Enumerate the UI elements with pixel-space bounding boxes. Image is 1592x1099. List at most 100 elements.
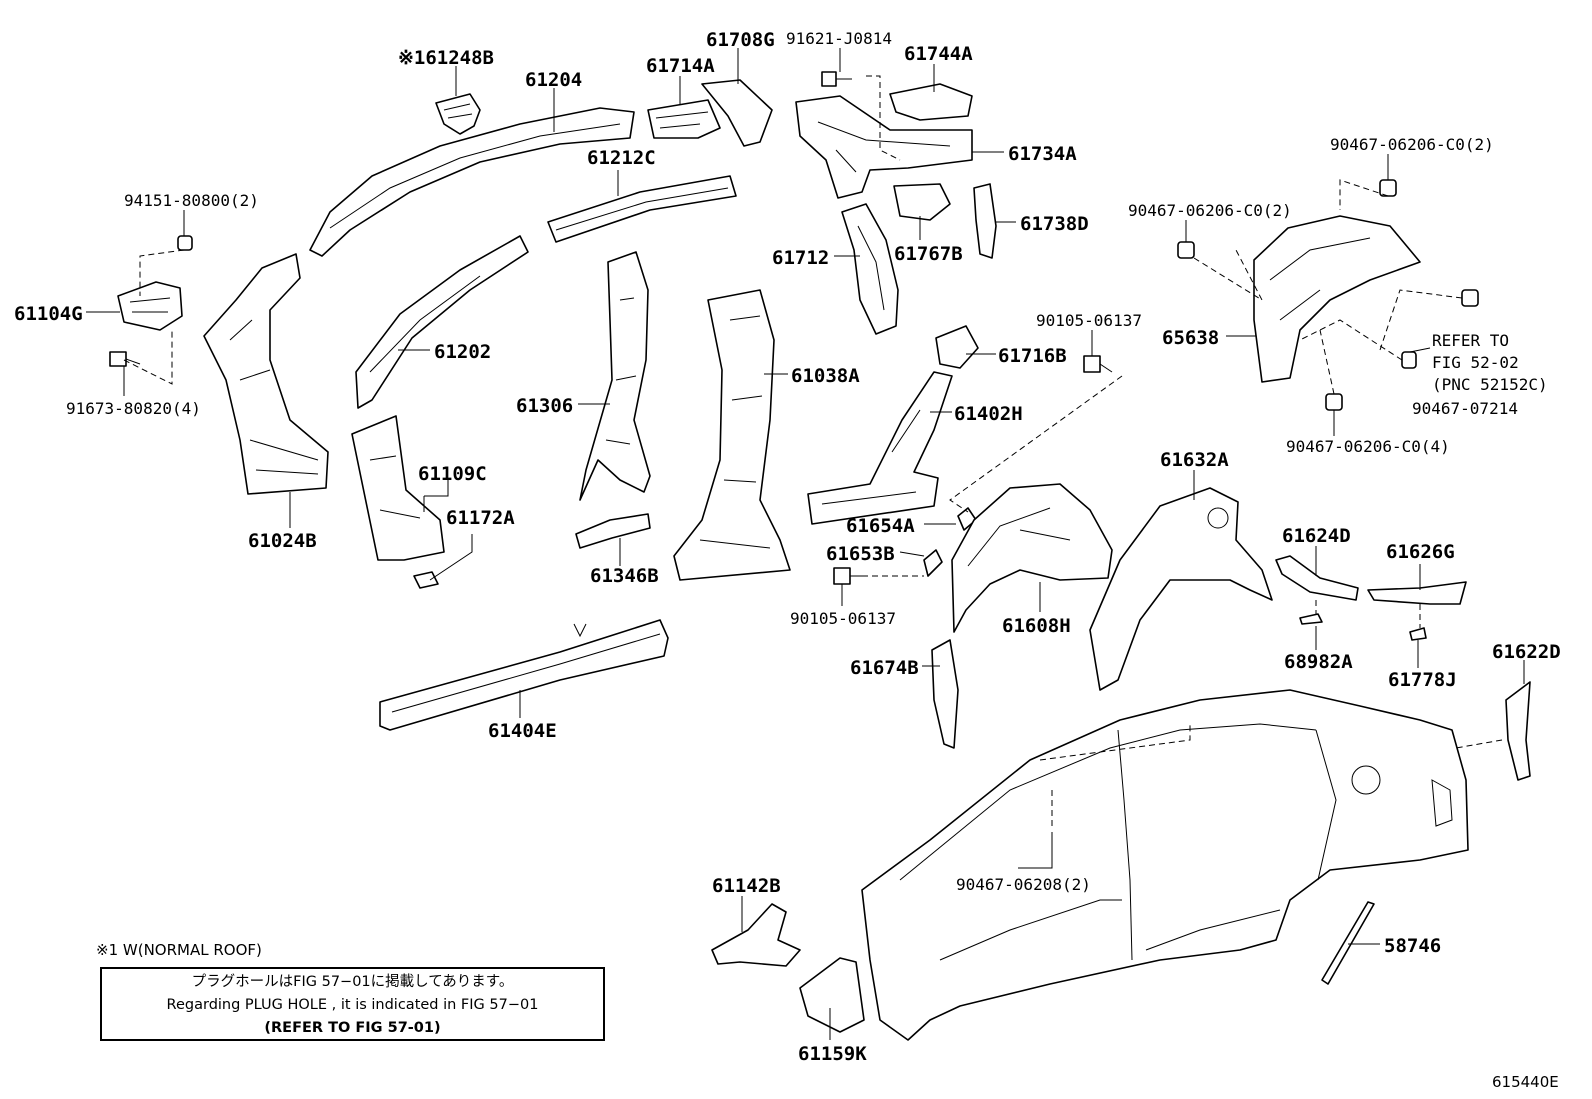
label-61714A: 61714A — [646, 55, 715, 77]
part-61767B — [893, 183, 951, 221]
label-61142B: 61142B — [712, 875, 781, 897]
part-61248B — [435, 93, 481, 135]
label-90467-06206-C0-left: 90467-06206-C0(2) — [1128, 201, 1292, 220]
part-90105-06137-bottom — [833, 567, 851, 585]
part-61674B — [931, 639, 959, 749]
label-61624D: 61624D — [1282, 525, 1351, 547]
part-61402H — [807, 371, 953, 525]
note-title: ※1 W(NORMAL ROOF) — [96, 941, 262, 959]
label-91673-80820: 91673-80820(4) — [66, 399, 201, 418]
label-61204: 61204 — [525, 69, 582, 91]
note-line-english: Regarding PLUG HOLE , it is indicated in… — [166, 997, 539, 1013]
label-61653B: 61653B — [826, 543, 895, 565]
label-61159K: 61159K — [798, 1043, 867, 1065]
label-61654A: 61654A — [846, 515, 915, 537]
label-61622D: 61622D — [1492, 641, 1561, 663]
label-61744A: 61744A — [904, 43, 973, 65]
part-61608H — [951, 483, 1113, 633]
label-90467-06206-C0-top: 90467-06206-C0(2) — [1330, 135, 1494, 154]
part-61142B — [711, 903, 801, 967]
part-61109C — [351, 415, 445, 561]
part-91621-J0814 — [821, 71, 837, 87]
part-65638 — [1253, 215, 1421, 383]
part-61624D — [1275, 555, 1359, 601]
label-61674B: 61674B — [850, 657, 919, 679]
part-61712 — [841, 203, 899, 335]
label-61708G: 61708G — [706, 29, 775, 51]
part-90467-06206-C0-bottom — [1325, 393, 1343, 411]
label-61767B: 61767B — [894, 243, 963, 265]
part-clip-right — [1461, 289, 1479, 307]
part-61622D — [1505, 681, 1531, 781]
part-61204 — [309, 107, 635, 257]
label-61346B: 61346B — [590, 565, 659, 587]
label-61109C: 61109C — [418, 463, 487, 485]
label-61248B: ※161248B — [398, 47, 494, 69]
label-61172A: 61172A — [446, 507, 515, 529]
part-94151-80800 — [177, 235, 193, 251]
label-90105-06137-bottom: 90105-06137 — [790, 609, 896, 628]
label-refer-pnc: (PNC 52152C) — [1432, 375, 1548, 394]
part-61653B — [923, 549, 943, 577]
note-box: プラグホールはFIG 57−01に掲載してあります。 Regarding PLU… — [100, 967, 605, 1041]
part-61626G — [1367, 581, 1467, 605]
label-61038A: 61038A — [791, 365, 860, 387]
part-61212C — [547, 175, 737, 243]
part-61306 — [579, 251, 651, 501]
part-90467-07214 — [1401, 351, 1417, 369]
label-90467-06208: 90467-06208(2) — [956, 875, 1091, 894]
label-90467-07214: 90467-07214 — [1412, 399, 1518, 418]
label-68982A: 68982A — [1284, 651, 1353, 673]
part-61744A — [889, 83, 973, 121]
part-61159K — [799, 957, 865, 1033]
part-61738D — [973, 183, 997, 259]
part-61632A — [1089, 487, 1273, 691]
label-61202: 61202 — [434, 341, 491, 363]
label-refer-fig: FIG 52-02 — [1432, 353, 1519, 372]
part-68982A — [1299, 613, 1323, 625]
label-61608H: 61608H — [1002, 615, 1071, 637]
label-61404E: 61404E — [488, 720, 557, 742]
label-94151-80800: 94151-80800(2) — [124, 191, 259, 210]
label-58746: 58746 — [1384, 935, 1441, 957]
part-61708G — [701, 79, 773, 147]
label-61402H: 61402H — [954, 403, 1023, 425]
label-61734A: 61734A — [1008, 143, 1077, 165]
part-61734A — [795, 95, 973, 199]
label-61712: 61712 — [772, 247, 829, 269]
label-90105-06137-top: 90105-06137 — [1036, 311, 1142, 330]
note-line-refer: (REFER TO FIG 57-01) — [264, 1020, 441, 1036]
part-90105-06137-top — [1083, 355, 1101, 373]
note-line-japanese: プラグホールはFIG 57−01に掲載してあります。 — [191, 974, 514, 990]
label-61212C: 61212C — [587, 147, 656, 169]
part-61404E — [379, 619, 669, 731]
label-61738D: 61738D — [1020, 213, 1089, 235]
label-91621-J0814: 91621-J0814 — [786, 29, 892, 48]
part-58746 — [1321, 901, 1375, 985]
label-65638: 65638 — [1162, 327, 1219, 349]
label-90467-06206-C0-4: 90467-06206-C0(4) — [1286, 437, 1450, 456]
part-61778J — [1409, 627, 1427, 641]
part-body-side-outer — [861, 689, 1469, 1041]
label-61716B: 61716B — [998, 345, 1067, 367]
part-61346B — [575, 513, 651, 549]
label-61632A: 61632A — [1160, 449, 1229, 471]
label-refer-to: REFER TO — [1432, 331, 1509, 350]
label-61306: 61306 — [516, 395, 573, 417]
part-61202 — [355, 235, 529, 409]
label-61626G: 61626G — [1386, 541, 1455, 563]
label-61024B: 61024B — [248, 530, 317, 552]
part-90467-06206-C0-left — [1177, 241, 1195, 259]
part-61038A — [673, 289, 791, 581]
part-61714A — [647, 99, 721, 139]
part-61172A — [413, 571, 439, 589]
part-90467-06206-C0-top — [1379, 179, 1397, 197]
part-61104G — [117, 281, 183, 331]
part-91673-80820 — [109, 351, 127, 367]
label-61778J: 61778J — [1388, 669, 1457, 691]
part-61024B — [203, 253, 329, 495]
label-61104G: 61104G — [14, 303, 83, 325]
figure-number: 615440E — [1492, 1073, 1559, 1091]
part-61716B — [935, 325, 979, 369]
